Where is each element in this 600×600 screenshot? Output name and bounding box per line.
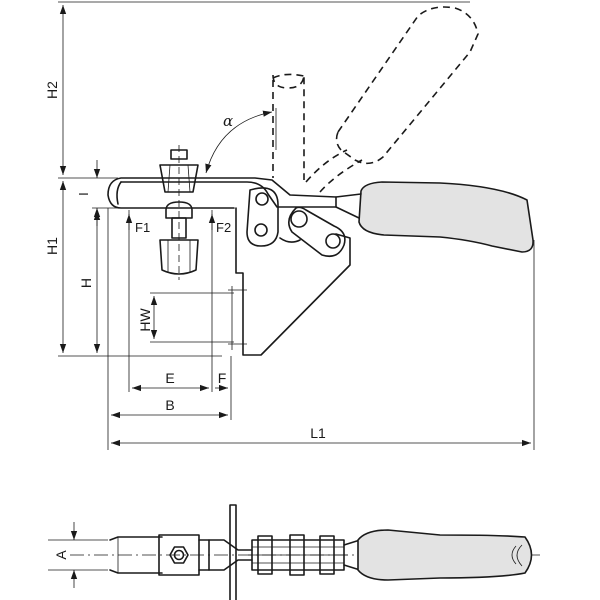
hex-nut-lower xyxy=(165,201,193,219)
top-view-base-plate xyxy=(229,504,237,600)
hex-nut-upper xyxy=(159,164,199,193)
link-pin-upper xyxy=(290,210,308,228)
spindle xyxy=(159,145,199,280)
label-f2: F2 xyxy=(216,220,231,235)
top-view-handle-grip xyxy=(357,529,533,581)
side-view: α H2 H1 H I HW F1 F2 E F xyxy=(44,1,535,450)
handle-open-position xyxy=(272,6,479,193)
hex-nut-top-view xyxy=(169,546,189,564)
handle-logo-mark-2 xyxy=(516,544,523,567)
label-alpha: α xyxy=(223,112,233,130)
connecting-link xyxy=(288,206,346,258)
pressure-foot xyxy=(159,239,199,275)
label-e: E xyxy=(165,370,174,386)
clamp-arm xyxy=(107,177,337,209)
label-h: H xyxy=(78,278,94,288)
alpha-arc xyxy=(205,110,273,174)
label-b: B xyxy=(165,397,174,413)
label-h2: H2 xyxy=(44,81,60,99)
pivot-pin-lower xyxy=(254,223,268,237)
pivot-link xyxy=(246,187,279,247)
label-hw: HW xyxy=(137,308,153,332)
label-l1: L1 xyxy=(310,425,326,441)
pivot-pin-upper xyxy=(255,192,269,206)
label-i: I xyxy=(76,192,91,196)
arm-nose xyxy=(116,181,122,205)
link-pin-lower xyxy=(325,233,341,249)
label-h1: H1 xyxy=(44,237,60,255)
top-view-nut-block xyxy=(158,534,200,576)
label-f1: F1 xyxy=(135,220,150,235)
handle-logo-mark-1 xyxy=(511,545,517,565)
label-a: A xyxy=(53,550,69,560)
top-view: A xyxy=(48,504,540,600)
base-body xyxy=(235,207,351,356)
handle-grip xyxy=(358,181,534,253)
label-f: F xyxy=(218,370,227,386)
